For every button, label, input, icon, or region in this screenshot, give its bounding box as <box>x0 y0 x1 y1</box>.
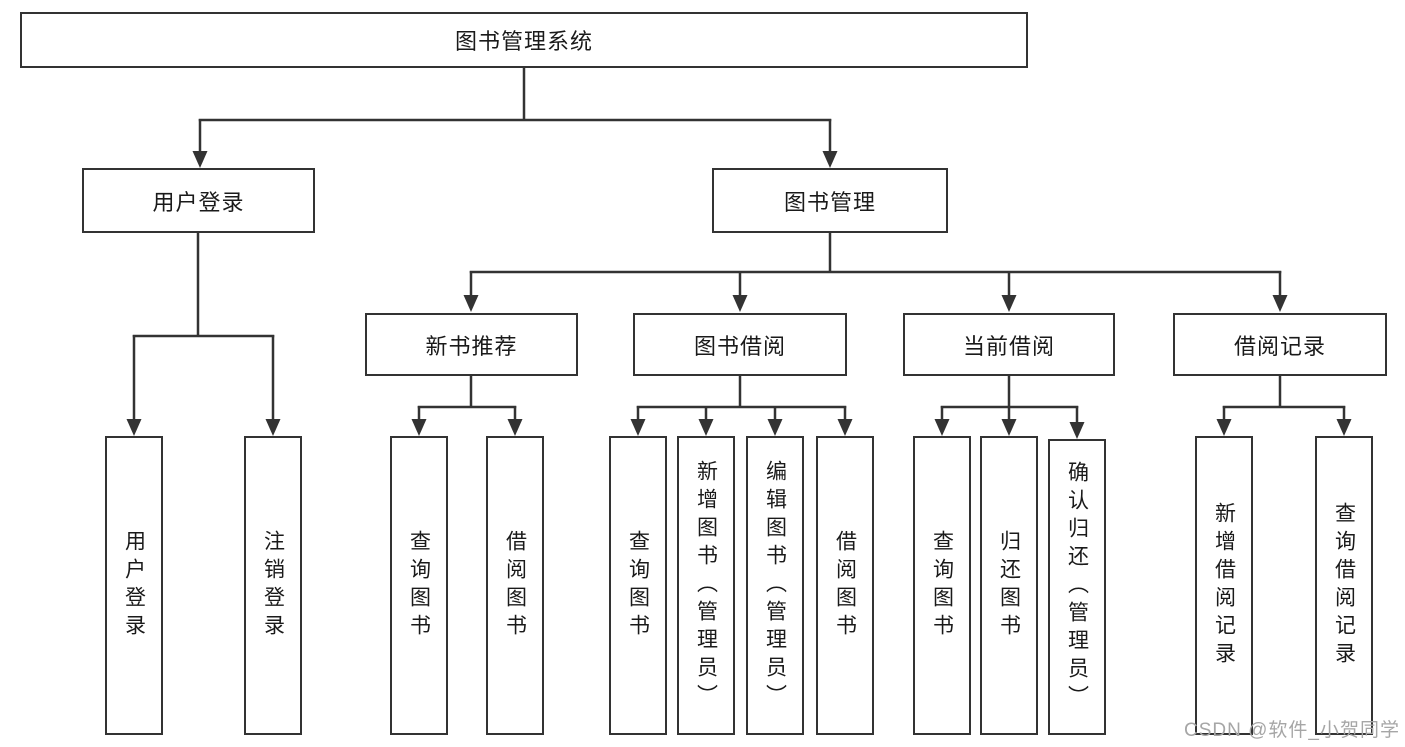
leaf-return-book-label: 归还图书 <box>997 529 1021 642</box>
leaf-user-login-label: 用户登录 <box>122 529 146 642</box>
leaf-return-book: 归还图书 <box>980 436 1038 735</box>
node-user-login-label: 用户登录 <box>152 189 245 215</box>
node-current-borrow: 当前借阅 <box>903 313 1115 376</box>
leaf-borrow-book: 借阅图书 <box>816 436 874 735</box>
leaf-query-book-borrow: 查询图书 <box>609 436 667 735</box>
leaf-confirm-return-admin-label: 确认归还（管理员） <box>1065 461 1089 713</box>
node-book-borrow: 图书借阅 <box>633 313 847 376</box>
leaf-add-borrow-record-label: 新增借阅记录 <box>1212 501 1236 670</box>
leaf-query-book-current: 查询图书 <box>913 436 971 735</box>
node-new-book-recommend: 新书推荐 <box>365 313 578 376</box>
node-borrow-records: 借阅记录 <box>1173 313 1387 376</box>
leaf-query-borrow-record-label: 查询借阅记录 <box>1332 501 1356 670</box>
leaf-query-book-borrow-label: 查询图书 <box>626 529 650 642</box>
leaf-edit-book-admin: 编辑图书（管理员） <box>746 436 804 735</box>
leaf-borrow-book-recommend: 借阅图书 <box>486 436 544 735</box>
node-current-borrow-label: 当前借阅 <box>962 333 1055 359</box>
leaf-confirm-return-admin: 确认归还（管理员） <box>1048 439 1106 735</box>
leaf-query-book-current-label: 查询图书 <box>930 529 954 642</box>
leaf-borrow-book-label: 借阅图书 <box>833 529 857 642</box>
node-new-book-recommend-label: 新书推荐 <box>425 333 518 359</box>
node-user-login: 用户登录 <box>82 168 315 233</box>
leaf-add-book-admin-label: 新增图书（管理员） <box>694 459 718 712</box>
leaf-user-login: 用户登录 <box>105 436 163 735</box>
node-borrow-records-label: 借阅记录 <box>1233 333 1326 359</box>
leaf-edit-book-admin-label: 编辑图书（管理员） <box>763 459 787 712</box>
node-book-management: 图书管理 <box>712 168 948 233</box>
leaf-query-book-recommend: 查询图书 <box>390 436 448 735</box>
node-book-management-label: 图书管理 <box>783 189 876 215</box>
node-book-borrow-label: 图书借阅 <box>693 333 786 359</box>
leaf-query-borrow-record: 查询借阅记录 <box>1315 436 1373 735</box>
leaf-add-book-admin: 新增图书（管理员） <box>677 436 735 735</box>
leaf-query-book-recommend-label: 查询图书 <box>407 529 431 642</box>
node-root: 图书管理系统 <box>20 12 1028 68</box>
leaf-add-borrow-record: 新增借阅记录 <box>1195 436 1253 735</box>
leaf-borrow-book-recommend-label: 借阅图书 <box>503 529 527 642</box>
connectors-group <box>126 67 1352 439</box>
leaf-logout-label: 注销登录 <box>261 529 285 642</box>
node-root-label: 图书管理系统 <box>454 29 593 54</box>
leaf-logout: 注销登录 <box>244 436 302 735</box>
